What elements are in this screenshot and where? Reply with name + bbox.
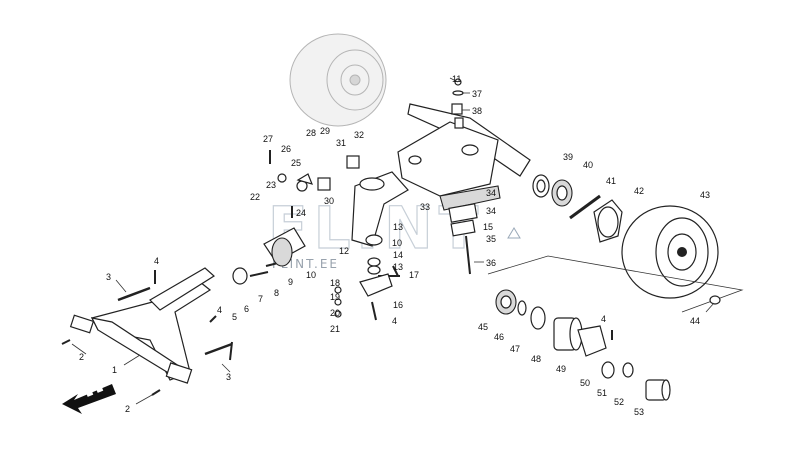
callout-46: 46 <box>494 332 504 342</box>
callout-9: 9 <box>288 277 293 287</box>
callout-42: 42 <box>634 186 644 196</box>
rear-wheel-background <box>289 33 387 127</box>
front-hub-parts <box>487 255 744 401</box>
spindle-assembly <box>232 155 409 318</box>
callout-15: 15 <box>483 222 493 232</box>
callout-6: 6 <box>244 304 249 314</box>
callout-24: 24 <box>296 208 306 218</box>
rear-axle <box>397 78 531 237</box>
callout-38: 38 <box>472 106 482 116</box>
callout-53: 53 <box>634 407 644 417</box>
callout-35: 35 <box>486 234 496 244</box>
callout-2: 2 <box>79 352 84 362</box>
callout-27: 27 <box>263 134 273 144</box>
callout-37: 37 <box>472 89 482 99</box>
callout-4: 4 <box>601 314 606 324</box>
callout-17: 17 <box>409 270 419 280</box>
callout-32: 32 <box>354 130 364 140</box>
callout-11: 11 <box>452 74 461 84</box>
callout-10: 10 <box>392 238 402 248</box>
callout-34: 34 <box>486 206 496 216</box>
callout-34: 34 <box>486 188 496 198</box>
callout-14: 14 <box>393 250 403 260</box>
callout-28: 28 <box>306 128 316 138</box>
callout-48: 48 <box>531 354 541 364</box>
callout-39: 39 <box>563 152 573 162</box>
callout-31: 31 <box>336 138 346 148</box>
callout-7: 7 <box>258 294 263 304</box>
watermark-triangle-icon <box>507 227 521 239</box>
callout-43: 43 <box>700 190 710 200</box>
callout-30: 30 <box>324 196 334 206</box>
direction-arrow-icon <box>62 383 116 414</box>
callouts: 1 2 2 3 3 4 4 4 4 5 6 7 8 9 10 10 11 12 … <box>71 74 715 417</box>
callout-3: 3 <box>226 372 231 382</box>
rear-wheel <box>621 205 719 299</box>
callout-4: 4 <box>217 305 222 315</box>
callout-10: 10 <box>306 270 316 280</box>
callout-2: 2 <box>125 404 130 414</box>
callout-40: 40 <box>583 160 593 170</box>
callout-4: 4 <box>154 256 159 266</box>
callout-1: 1 <box>112 365 117 375</box>
callout-25: 25 <box>291 158 301 168</box>
callout-3: 3 <box>106 272 111 282</box>
callout-13: 13 <box>393 262 403 272</box>
callout-4: 4 <box>392 316 397 326</box>
callout-20: 20 <box>330 308 340 318</box>
callout-16: 16 <box>393 300 403 310</box>
callout-5: 5 <box>232 312 237 322</box>
callout-45: 45 <box>478 322 488 332</box>
callout-52: 52 <box>614 397 624 407</box>
callout-33: 33 <box>420 202 430 212</box>
callout-41: 41 <box>606 176 616 186</box>
callout-29: 29 <box>320 126 330 136</box>
callout-44: 44 <box>690 316 700 326</box>
front-axle-beam <box>69 267 215 384</box>
callout-19: 19 <box>330 292 340 302</box>
callout-23: 23 <box>266 180 276 190</box>
callout-18: 18 <box>330 278 340 288</box>
callout-49: 49 <box>556 364 566 374</box>
callout-50: 50 <box>580 378 590 388</box>
callout-22: 22 <box>250 192 260 202</box>
callout-26: 26 <box>281 144 291 154</box>
callout-13: 13 <box>393 222 403 232</box>
callout-21: 21 <box>330 324 340 334</box>
callout-51: 51 <box>597 388 607 398</box>
rear-hub-parts <box>532 174 623 243</box>
callout-8: 8 <box>274 288 279 298</box>
callout-12: 12 <box>339 246 349 256</box>
callout-47: 47 <box>510 344 520 354</box>
callout-36: 36 <box>486 258 496 268</box>
